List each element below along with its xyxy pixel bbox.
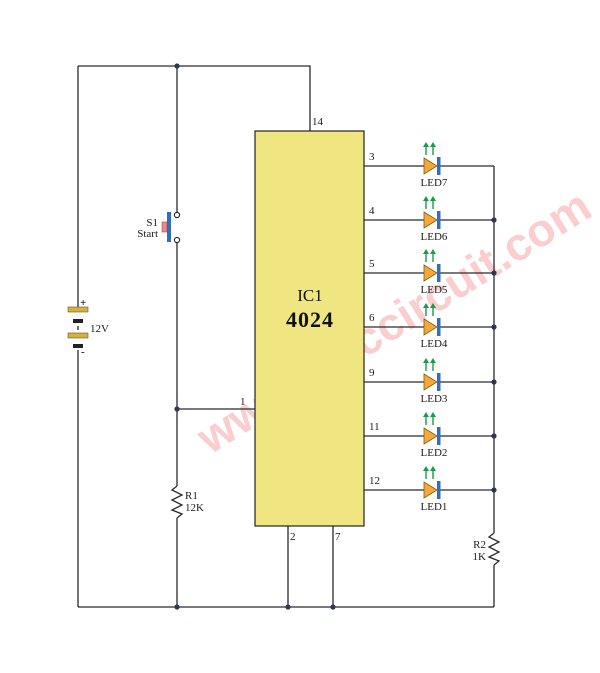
switch-ref: S1 bbox=[146, 217, 158, 229]
led-pin-label: 11 bbox=[369, 421, 380, 433]
led-pin-label: 6 bbox=[369, 312, 375, 324]
battery-minus: - bbox=[81, 346, 85, 358]
switch-label: Start bbox=[137, 228, 158, 240]
led-diode-icon bbox=[423, 318, 438, 336]
light-arrow-icon bbox=[430, 358, 436, 363]
led-name-label: LED6 bbox=[421, 231, 448, 243]
watermark: www.eleccircuit.com bbox=[187, 179, 600, 464]
wires bbox=[77, 65, 495, 608]
led-diode-icon bbox=[423, 373, 438, 391]
r1-ref: R1 bbox=[185, 490, 198, 502]
led-diode-icon bbox=[423, 264, 438, 282]
r1-value: 12K bbox=[185, 502, 204, 514]
led-name-label: LED4 bbox=[421, 338, 448, 350]
led-cathode-bar bbox=[437, 318, 441, 336]
led-cathode-bar bbox=[437, 481, 441, 499]
ic-name: IC1 bbox=[297, 286, 323, 305]
light-arrow-icon bbox=[423, 303, 429, 308]
light-arrow-icon bbox=[430, 196, 436, 201]
ic-4024: IC1 4024 bbox=[254, 130, 365, 527]
led-diode-icon bbox=[423, 481, 438, 499]
light-arrow-icon bbox=[423, 412, 429, 417]
light-arrow-icon bbox=[423, 142, 429, 147]
light-arrow-icon bbox=[430, 303, 436, 308]
r2-value: 1K bbox=[473, 551, 487, 563]
led-name-label: LED2 bbox=[421, 447, 448, 459]
led-diode-icon bbox=[423, 427, 438, 445]
ic-body bbox=[254, 130, 365, 527]
ic-part-number: 4024 bbox=[286, 307, 334, 332]
battery-voltage: 12V bbox=[90, 323, 109, 335]
led-cathode-bar bbox=[437, 211, 441, 229]
light-arrow-icon bbox=[423, 466, 429, 471]
led-name-label: LED5 bbox=[421, 284, 448, 296]
light-arrow-icon bbox=[430, 142, 436, 147]
light-arrow-icon bbox=[430, 466, 436, 471]
led-pin-label: 5 bbox=[369, 258, 375, 270]
light-arrow-icon bbox=[430, 249, 436, 254]
pin-14-label: 14 bbox=[312, 116, 324, 128]
led-pin-label: 9 bbox=[369, 367, 375, 379]
battery-12v: + - 12V bbox=[67, 297, 109, 358]
led-cathode-bar bbox=[437, 373, 441, 391]
light-arrow-icon bbox=[430, 412, 436, 417]
led-name-label: LED3 bbox=[421, 393, 448, 405]
led-cathode-bar bbox=[437, 264, 441, 282]
battery-plus: + bbox=[80, 297, 86, 309]
light-arrow-icon bbox=[423, 358, 429, 363]
led-diode-icon bbox=[423, 157, 438, 175]
pin-2-label: 2 bbox=[290, 531, 296, 543]
led-pin-label: 12 bbox=[369, 475, 380, 487]
led-name-label: LED7 bbox=[421, 177, 448, 189]
led-cathode-bar bbox=[437, 157, 441, 175]
push-switch-s1: S1 Start bbox=[137, 211, 181, 244]
led-name-label: LED1 bbox=[421, 501, 448, 513]
light-arrow-icon bbox=[423, 196, 429, 201]
led-pin-label: 3 bbox=[369, 151, 375, 163]
resistor-r1: R1 12K bbox=[170, 485, 204, 519]
resistor-r2: R2 1K bbox=[473, 532, 501, 566]
led-diode-icon bbox=[423, 211, 438, 229]
led-cathode-bar bbox=[437, 427, 441, 445]
led-pin-label: 4 bbox=[369, 205, 375, 217]
r2-ref: R2 bbox=[473, 539, 486, 551]
pin-1-label: 1 bbox=[240, 396, 246, 408]
pin-7-label: 7 bbox=[335, 531, 341, 543]
light-arrow-icon bbox=[423, 249, 429, 254]
